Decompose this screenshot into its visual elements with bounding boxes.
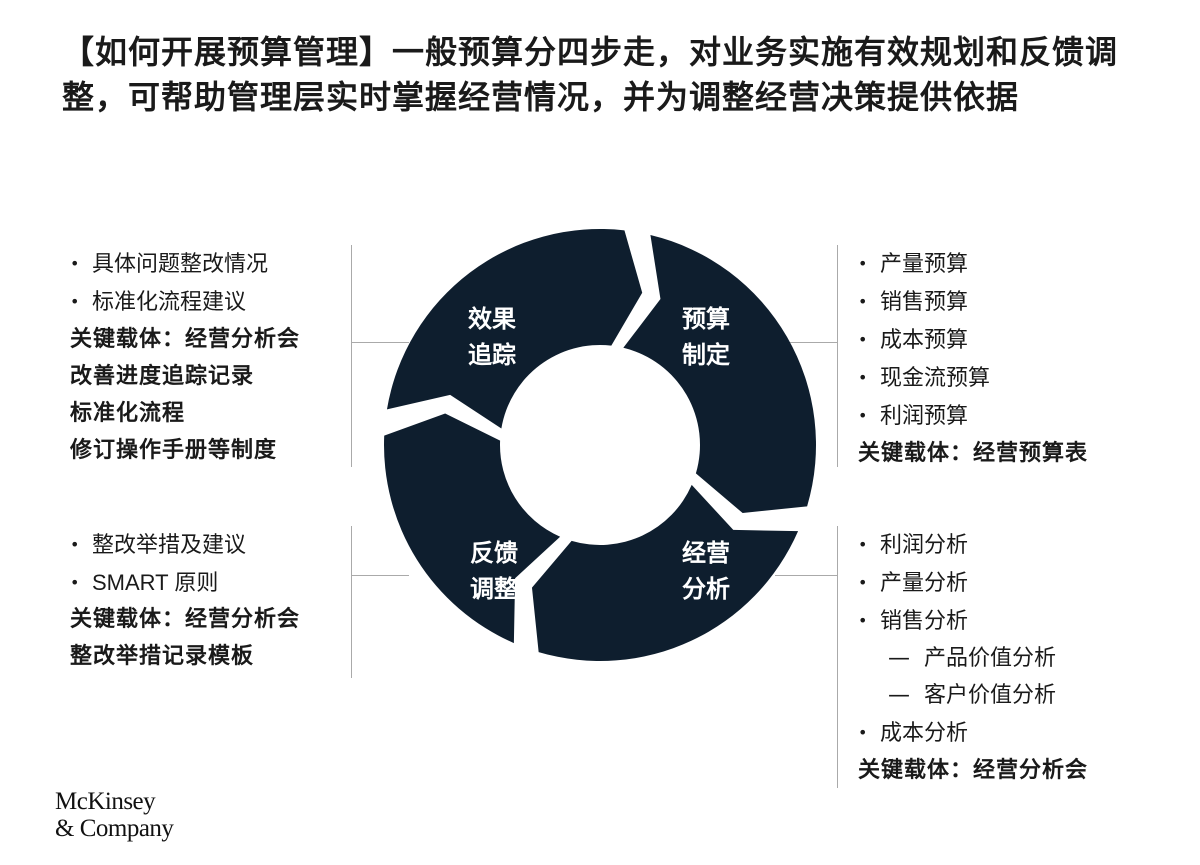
cycle-segment-analysis xyxy=(531,484,799,662)
cycle-segment-feedback xyxy=(384,413,561,644)
cycle-label-tracking: 效果追踪 xyxy=(468,304,516,369)
analysis-bullet: 利润分析 xyxy=(858,526,1088,564)
budget-bullet: 销售预算 xyxy=(858,283,1088,321)
feedback-bracket-line xyxy=(351,526,352,678)
analysis-bracket-line xyxy=(837,526,838,788)
analysis-bullet: 成本分析 xyxy=(858,714,1088,752)
budget-key-line: 关键载体：经营预算表 xyxy=(858,440,1089,466)
cycle-label-line: 预算 xyxy=(682,304,730,333)
page-title: 【如何开展预算管理】一般预算分四步走，对业务实施有效规划和反馈调整，可帮助管理层… xyxy=(62,33,1119,116)
cycle-ring: 效果追踪 预算制定 经营分析 反馈调整 xyxy=(384,229,817,662)
cycle-segment-budget xyxy=(623,234,817,514)
budget-bullet: 利润预算 xyxy=(858,397,1088,435)
feedback-bullet: 整改举措及建议 xyxy=(70,526,300,564)
analysis-bullet: 产量分析 xyxy=(858,564,1088,602)
mckinsey-logo: McKinsey & Company xyxy=(55,788,174,842)
cycle-label-line: 反馈 xyxy=(470,538,518,567)
cycle-label-line: 追踪 xyxy=(468,340,516,369)
tracking-key-line: 改善进度追踪记录 xyxy=(70,363,255,389)
cycle-label-line: 效果 xyxy=(468,304,516,333)
tracking-key-line: 标准化流程 xyxy=(70,400,186,426)
cycle-label-line: 制定 xyxy=(682,340,730,369)
cycle-label-feedback: 反馈调整 xyxy=(470,538,518,603)
budget-bracket-line xyxy=(837,245,838,467)
budget-panel: 产量预算 销售预算 成本预算 现金流预算 利润预算 关键载体：经营预算表 xyxy=(858,245,1088,472)
dash-icon: — xyxy=(888,646,910,671)
budget-bullet: 产量预算 xyxy=(858,245,1088,283)
analysis-connector-line xyxy=(775,575,837,576)
dash-icon: — xyxy=(888,683,910,708)
cycle-label-budget: 预算制定 xyxy=(682,304,730,369)
tracking-connector-line xyxy=(351,342,409,343)
analysis-key-line: 关键载体：经营分析会 xyxy=(858,757,1089,783)
analysis-sub-item: — 产品价值分析 xyxy=(858,640,1088,677)
feedback-key-line: 关键载体：经营分析会 xyxy=(70,606,301,632)
logo-line: & Company xyxy=(55,815,174,842)
analysis-panel: 利润分析 产量分析 销售分析 — 产品价值分析 — 客户价值分析 成本分析 关键载体… xyxy=(858,526,1088,789)
budget-bullet: 现金流预算 xyxy=(858,359,1088,397)
tracking-bracket-line xyxy=(351,245,352,467)
cycle-label-line: 调整 xyxy=(470,574,518,603)
analysis-sub-label: 客户价值分析 xyxy=(924,683,1057,708)
cycle-label-line: 经营 xyxy=(682,538,730,567)
cycle-segment-tracking xyxy=(386,229,643,429)
feedback-bullet: SMART 原则 xyxy=(70,564,300,601)
feedback-key-line: 整改举措记录模板 xyxy=(70,643,255,669)
budget-connector-line xyxy=(775,342,837,343)
analysis-sub-item: — 客户价值分析 xyxy=(858,677,1088,714)
budget-bullet: 成本预算 xyxy=(858,321,1088,359)
analysis-bullet: 销售分析 xyxy=(858,602,1088,640)
tracking-panel: 具体问题整改情况 标准化流程建议 关键载体：经营分析会 改善进度追踪记录 标准化… xyxy=(70,245,300,469)
tracking-key-line: 修订操作手册等制度 xyxy=(70,437,278,463)
tracking-bullet: 标准化流程建议 xyxy=(70,283,300,321)
logo-line: McKinsey xyxy=(55,788,156,815)
tracking-key-line: 关键载体：经营分析会 xyxy=(70,326,301,352)
tracking-bullet: 具体问题整改情况 xyxy=(70,245,300,283)
cycle-label-analysis: 经营分析 xyxy=(682,538,730,603)
feedback-panel: 整改举措及建议 SMART 原则 关键载体：经营分析会 整改举措记录模板 xyxy=(70,526,300,675)
feedback-connector-line xyxy=(351,575,409,576)
analysis-sub-label: 产品价值分析 xyxy=(924,646,1057,671)
cycle-label-line: 分析 xyxy=(682,574,730,603)
